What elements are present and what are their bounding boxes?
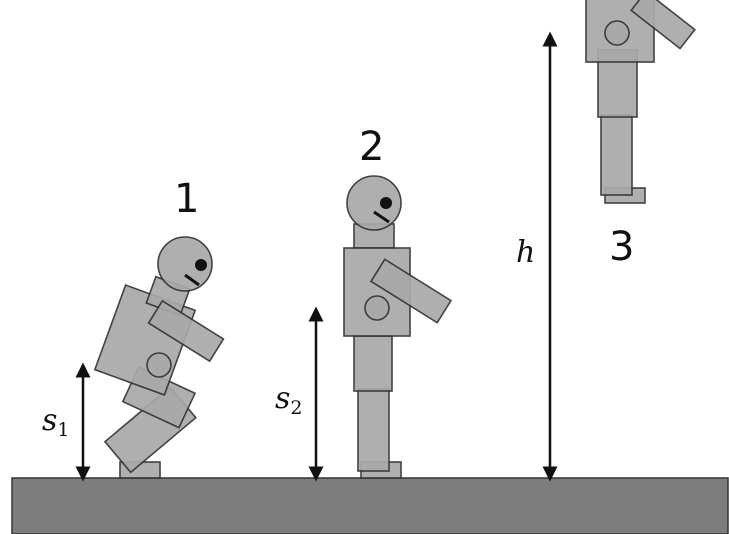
figure-1-crouched	[93, 236, 225, 479]
pose-label-3: 3	[609, 224, 634, 270]
ground	[11, 477, 729, 534]
h-label: h	[516, 235, 535, 270]
figure-3-airborne	[585, 0, 696, 204]
s1-label: s1	[42, 403, 70, 441]
pose-label-1: 1	[174, 176, 199, 222]
pose-label-2: 2	[359, 124, 384, 170]
figure-2-standing	[343, 175, 453, 479]
s2-label: s2	[275, 381, 303, 419]
